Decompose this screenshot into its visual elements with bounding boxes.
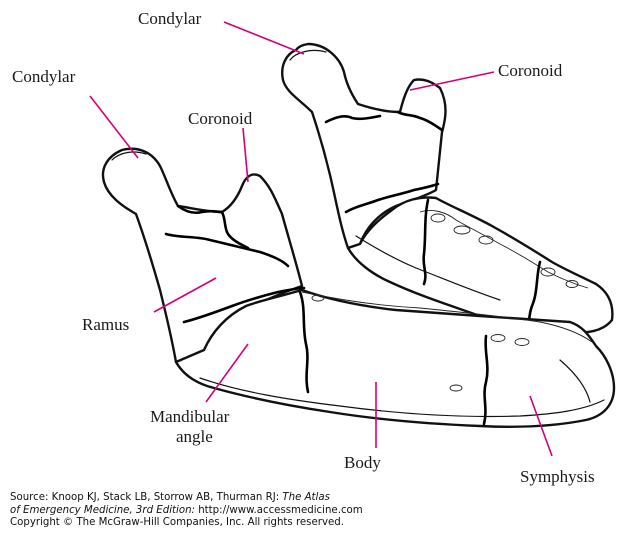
source-credits: Source: Knoop KJ, Stack LB, Storrow AB, … (10, 492, 622, 530)
leader-line (224, 22, 304, 54)
source-url: http://www.accessmedicine.com (195, 505, 363, 516)
source-line-2: of Emergency Medicine, 3rd Edition: http… (10, 505, 622, 518)
label-text: Coronoid (498, 61, 563, 80)
label-text-line2: angle (176, 427, 213, 446)
label-text: Body (344, 453, 381, 472)
label-text: Coronoid (188, 109, 253, 128)
source-prefix: Source: Knoop KJ, Stack LB, Storrow AB, … (10, 492, 282, 503)
label-text: Symphysis (520, 467, 595, 486)
leader-line (243, 128, 248, 182)
label-condylar-left: Condylar (12, 67, 138, 158)
mandible-right-half (282, 44, 612, 334)
label-text: Condylar (138, 9, 202, 28)
label-coronoid-left: Coronoid (188, 109, 253, 182)
label-text: Condylar (12, 67, 76, 86)
source-title-part-2: of Emergency Medicine, 3rd Edition: (10, 505, 195, 516)
mandible-fracture-diagram: Condylar Coronoid Condylar Coronoid Ramu… (0, 0, 630, 490)
label-condylar-right: Condylar (138, 9, 304, 54)
copyright-line: Copyright © The McGraw-Hill Companies, I… (10, 517, 622, 530)
source-title-part-1: The Atlas (282, 492, 330, 503)
source-line-1: Source: Knoop KJ, Stack LB, Storrow AB, … (10, 492, 622, 505)
label-coronoid-right: Coronoid (410, 61, 563, 90)
label-text-line1: Mandibular (150, 407, 230, 426)
leader-line (90, 96, 138, 158)
label-text: Ramus (82, 315, 129, 334)
